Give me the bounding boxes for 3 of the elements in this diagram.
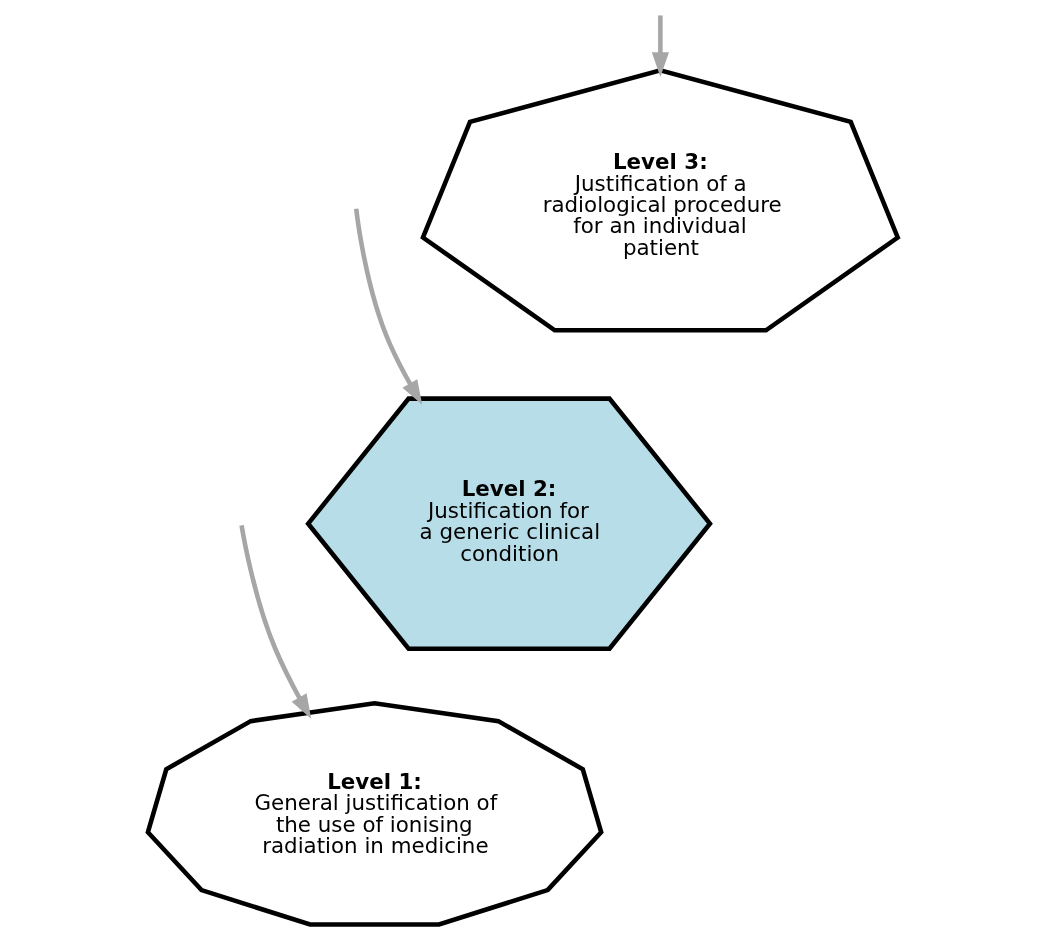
arrow xyxy=(353,208,423,405)
arrow xyxy=(651,15,669,77)
arrow xyxy=(239,525,312,719)
